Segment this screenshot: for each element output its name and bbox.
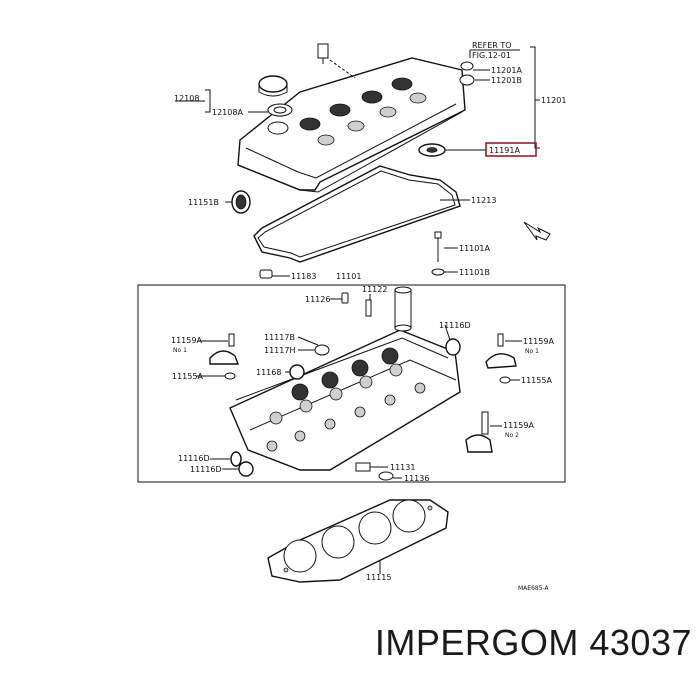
label-11117B: 11117B (264, 333, 295, 342)
oil-filler-opening (267, 121, 289, 135)
head-washer (378, 471, 394, 481)
label-11159A-right: 11159A (523, 337, 554, 346)
oil-filler-cap (258, 75, 293, 117)
label-11101: 11101 (336, 272, 361, 281)
sensor-plug (317, 43, 356, 79)
plug-bottom-1 (230, 451, 242, 467)
label-11201: 11201 (541, 96, 566, 105)
label-11201B: 11201B (491, 76, 522, 85)
stud-bolt (365, 299, 372, 317)
label-fig-ref: FIG.12-01 (472, 51, 511, 60)
cover-bolt (431, 231, 445, 276)
camshaft-seal (231, 190, 251, 214)
label-11155A-right: 11155A (521, 376, 552, 385)
label-11201A: 11201A (491, 66, 522, 75)
part-labels: REFER TO FIG.12-01 11201A 11201B 11201 1… (171, 41, 566, 592)
label-no2-right: No 2 (505, 432, 519, 439)
label-12108: 12108 (174, 94, 199, 103)
head-gasket (267, 499, 449, 583)
seal-washer-a (460, 61, 474, 71)
label-11168: 11168 (256, 368, 281, 377)
label-no1-left: No 1 (173, 347, 187, 354)
plug-bottom-2 (238, 461, 254, 477)
rocker-arm-no2 (465, 411, 493, 453)
label-11151B: 11151B (188, 198, 219, 207)
label-11136: 11136 (404, 474, 429, 483)
label-11116D: 11116D (439, 321, 471, 330)
label-diagram-code: MAE685-A (518, 585, 550, 592)
leader-lines (175, 46, 540, 574)
label-11213: 11213 (471, 196, 496, 205)
parts-diagram: REFER TO FIG.12-01 11201A 11201B 11201 1… (137, 41, 566, 592)
bearing-cap-left (209, 333, 240, 380)
seal-washer-b (459, 74, 475, 86)
label-11159A-left: 11159A (171, 336, 202, 345)
label-11117H: 11117H (264, 346, 295, 355)
highlight-box (485, 142, 537, 157)
label-11116D-bottom2: 11116D (190, 465, 222, 474)
label-11126: 11126 (305, 295, 330, 304)
grommet-washer (418, 143, 446, 157)
label-refer-to: REFER TO (472, 41, 512, 50)
bearing-cap-right (485, 333, 517, 384)
plug-left-top (314, 344, 330, 356)
label-no1-right: No 1 (525, 348, 539, 355)
plug-right (445, 338, 461, 356)
cover-gasket (253, 165, 461, 263)
cover-spacer (259, 269, 273, 279)
gasket-insert (355, 462, 371, 472)
front-arrow-icon (523, 221, 551, 241)
dowel-pin (341, 292, 349, 304)
label-11131: 11131 (390, 463, 415, 472)
label-11159A-right2: 11159A (503, 421, 534, 430)
label-11101A: 11101A (459, 244, 490, 253)
label-11116D-bottom: 11116D (178, 454, 210, 463)
cylinder-head-frame (137, 284, 566, 483)
label-11191A: 11191A (489, 146, 520, 155)
label-11155A-left: 11155A (172, 372, 203, 381)
cylinder-head (229, 329, 461, 471)
label-12108A: 12108A (212, 108, 243, 117)
spark-plug-tube (394, 286, 412, 332)
label-11122: 11122 (362, 285, 387, 294)
label-11115: 11115 (366, 573, 391, 582)
cover-cam-bumps (299, 77, 427, 146)
valve-cover-group (237, 43, 466, 193)
label-11183: 11183 (291, 272, 316, 281)
plug-left (289, 364, 305, 380)
label-11101B: 11101B (459, 268, 490, 277)
brand-part-number: IMPERGOM 43037 (374, 622, 692, 663)
